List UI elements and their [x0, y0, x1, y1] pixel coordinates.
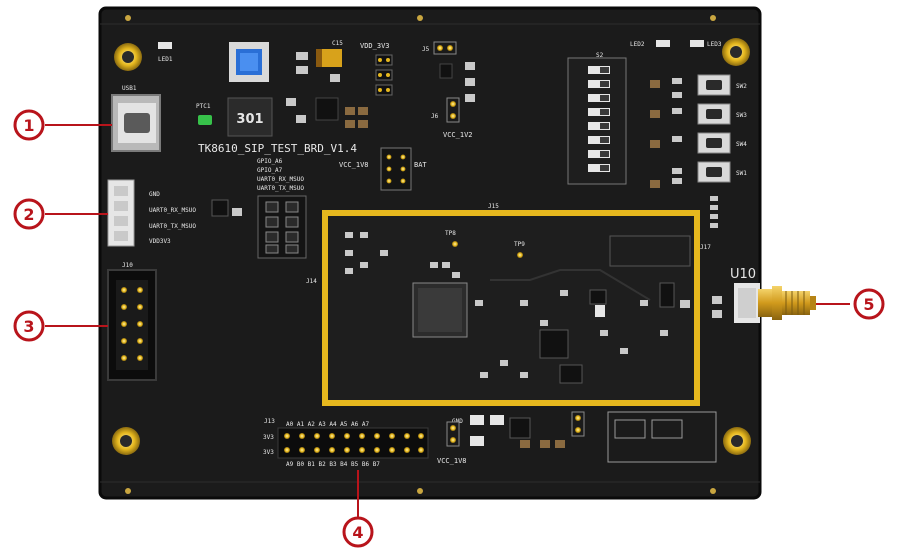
header-bottom-row-labels: A9 B0 B1 B2 B3 B4 B5 B6 B7 — [286, 461, 380, 468]
usb-label: USB1 — [122, 85, 137, 92]
mounting-hole-tr — [722, 38, 750, 66]
tp9-label: TP9 — [514, 241, 525, 248]
svg-text:2: 2 — [23, 205, 34, 224]
vdd3v3-label2: VDD3V3 — [149, 238, 171, 245]
j6-pins — [446, 97, 460, 123]
tact-switch-sw2 — [697, 74, 731, 96]
led1-label: LED1 — [158, 56, 173, 63]
tact-switch-sw3 — [697, 103, 731, 125]
j17-label: J17 — [700, 244, 711, 251]
ptc1-label: PTC1 — [196, 103, 211, 110]
callout-5: 5 — [853, 288, 885, 320]
bat-jumper — [380, 147, 412, 191]
gpio-a7-label: GPIO_A7 — [257, 167, 283, 174]
jtag-header-j10 — [107, 269, 157, 381]
u10-label: U10 — [730, 267, 756, 282]
header-3v3a-label: 3V3 — [263, 434, 274, 441]
uart-tx2-label: UART0_TX_MSUO — [149, 223, 196, 230]
uart-rx2-label: UART0_RX_MSUO — [149, 207, 196, 214]
sw2-label: SW2 — [736, 83, 747, 90]
callout-3: 3 — [13, 310, 45, 342]
svg-text:1: 1 — [23, 116, 34, 135]
sma-antenna-connector — [734, 283, 816, 323]
j7-pins — [571, 411, 585, 437]
j13-label: J13 — [264, 418, 275, 425]
mounting-hole-bl — [112, 427, 140, 455]
header-top-row-labels: A0 A1 A2 A3 A4 A5 A6 A7 — [286, 421, 369, 428]
gpio-a6-label: GPIO_A6 — [257, 158, 283, 165]
gpio-header-j13 — [277, 427, 429, 459]
vcc1v8-label: VCC_1V8 — [339, 161, 369, 169]
header-3v3b-label: 3V3 — [263, 449, 274, 456]
s2-label: S2 — [596, 52, 604, 59]
uart-header-j11 — [107, 179, 135, 247]
tp8-label: TP8 — [445, 230, 456, 237]
j5-label: J5 — [422, 46, 430, 53]
main-ic-chip — [412, 282, 468, 338]
tact-switch-sw4 — [697, 132, 731, 154]
mounting-hole-br — [723, 427, 751, 455]
rf-module-area — [322, 210, 700, 406]
sw4-label: SW4 — [736, 141, 747, 148]
gpio-jumper-block — [257, 195, 307, 259]
sw3-label: SW3 — [736, 112, 747, 119]
vcc1v8-pins — [446, 421, 460, 447]
vcc1v2-label: VCC_1V2 — [443, 131, 473, 139]
uart-tx-label: UART0_TX_MSUO — [257, 185, 304, 192]
usb-connector — [111, 94, 161, 152]
svg-text:5: 5 — [863, 295, 874, 314]
gnd-label: GND — [149, 191, 160, 198]
board-title: TK8610_SIP_TEST_BRD_V1.4 — [198, 142, 357, 155]
mounting-hole-tl — [114, 43, 142, 71]
svg-text:3: 3 — [23, 317, 34, 336]
j14-label: J14 — [306, 278, 317, 285]
led3-label: LED3 — [707, 41, 722, 48]
callout-4: 4 — [342, 516, 374, 548]
inductor-marking: 301 — [236, 112, 263, 127]
j10-label: J10 — [122, 262, 133, 269]
pcb-edge — [98, 6, 762, 500]
bat-label: BAT — [414, 161, 427, 169]
dip-switch-s2 — [567, 57, 627, 185]
svg-text:4: 4 — [352, 523, 363, 542]
c15-label: C15 — [332, 40, 343, 47]
power-jumper — [375, 54, 393, 96]
vcc1v8b-label: VCC_1V8 — [437, 457, 467, 465]
vdd3v3-label: VDD_3V3 — [360, 42, 390, 50]
blue-push-button — [229, 42, 269, 82]
leader-lines — [45, 124, 850, 518]
j5-pins — [433, 41, 457, 55]
ptc1-led — [198, 115, 212, 125]
j15-label: J15 — [488, 203, 499, 210]
power-inductor: 301 — [227, 97, 273, 137]
led2-label: LED2 — [630, 41, 645, 48]
callout-1: 1 — [13, 109, 45, 141]
uart-rx-label: UART0_RX_MSUO — [257, 176, 304, 183]
j6-label: J6 — [431, 113, 439, 120]
tantalum-cap-c15 — [316, 49, 342, 67]
tact-switch-sw1 — [697, 161, 731, 183]
sw1-label: SW1 — [736, 170, 747, 177]
callout-2: 2 — [13, 198, 45, 230]
